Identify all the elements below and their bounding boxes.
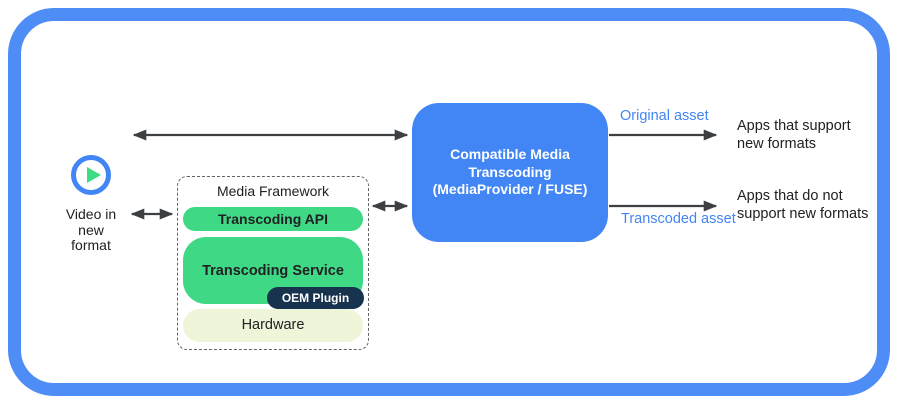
apps-support-new-formats-label: Apps that support new formats: [737, 118, 851, 152]
layer-hardware: Hardware: [183, 309, 363, 342]
layer-transcoding-service-label: Transcoding Service: [202, 262, 344, 279]
apps-do-not-support-label: Apps that do not support new formats: [737, 188, 869, 222]
media-framework-title: Media Framework: [216, 183, 330, 199]
outer-rounded-frame: [8, 8, 890, 396]
video-source-label: Video in new format: [65, 206, 117, 253]
transcoded-asset-label: Transcoded asset: [621, 211, 736, 227]
media-framework-box: Media Framework Transcoding API Transcod…: [177, 176, 369, 350]
layer-transcoding-api: Transcoding API: [183, 207, 363, 231]
play-circle-icon: [71, 155, 111, 195]
original-asset-label: Original asset: [620, 108, 709, 124]
compatible-media-transcoding-box: Compatible Media Transcoding (MediaProvi…: [412, 103, 608, 242]
oem-plugin-badge: OEM Plugin: [267, 287, 364, 309]
play-triangle-icon: [87, 167, 101, 183]
